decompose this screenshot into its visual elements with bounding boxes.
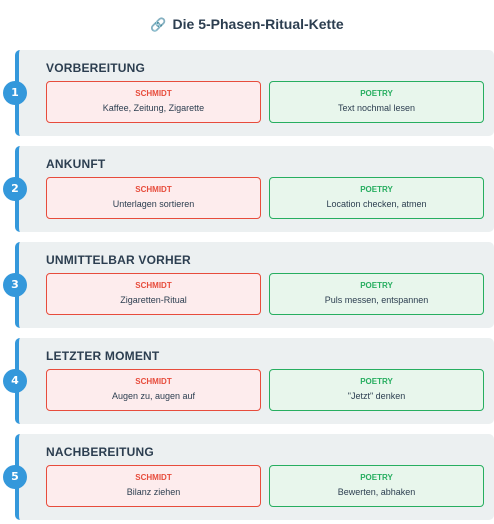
phase-title: LETZTER MOMENT [46, 349, 160, 363]
poetry-text: Text nochmal lesen [337, 103, 416, 113]
schmidt-text: Unterlagen sortieren [112, 199, 195, 209]
poetry-text: "Jetzt" denken [347, 391, 406, 401]
poetry-label: POETRY [360, 89, 393, 98]
schmidt-card: SCHMIDT Bilanz ziehen [46, 465, 261, 507]
phase-1: 1 VORBEREITUNG SCHMIDT Kaffee, Zeitung, … [3, 50, 494, 136]
schmidt-label: SCHMIDT [135, 89, 172, 98]
schmidt-text: Zigaretten-Ritual [120, 295, 187, 305]
poetry-text: Location checken, atmen [326, 199, 427, 209]
schmidt-text: Augen zu, augen auf [111, 391, 196, 401]
schmidt-card: SCHMIDT Augen zu, augen auf [46, 369, 261, 411]
poetry-card: POETRY Bewerten, abhaken [269, 465, 484, 507]
poetry-card: POETRY Text nochmal lesen [269, 81, 484, 123]
phase-title: ANKUNFT [46, 157, 106, 171]
schmidt-label: SCHMIDT [135, 281, 172, 290]
schmidt-text: Bilanz ziehen [126, 487, 181, 497]
poetry-text: Puls messen, entspannen [324, 295, 429, 305]
poetry-label: POETRY [360, 281, 393, 290]
schmidt-label: SCHMIDT [135, 377, 172, 386]
schmidt-card: SCHMIDT Kaffee, Zeitung, Zigarette [46, 81, 261, 123]
schmidt-label: SCHMIDT [135, 185, 172, 194]
phase-number-badge: 4 [3, 369, 27, 393]
diagram-title-text: Die 5-Phasen-Ritual-Kette [172, 16, 344, 32]
schmidt-label: SCHMIDT [135, 473, 172, 482]
phase-3: 3 UNMITTELBAR VORHER SCHMIDT Zigaretten-… [3, 242, 494, 328]
poetry-card: POETRY Location checken, atmen [269, 177, 484, 219]
link-icon: 🔗 [150, 18, 167, 33]
poetry-card: POETRY Puls messen, entspannen [269, 273, 484, 315]
phase-number-badge: 1 [3, 81, 27, 105]
phase-title: NACHBEREITUNG [46, 445, 154, 459]
phase-title: VORBEREITUNG [46, 61, 146, 75]
phase-number-badge: 3 [3, 273, 27, 297]
poetry-card: POETRY "Jetzt" denken [269, 369, 484, 411]
phase-title: UNMITTELBAR VORHER [46, 253, 191, 267]
poetry-label: POETRY [360, 377, 393, 386]
phase-2: 2 ANKUNFT SCHMIDT Unterlagen sortieren P… [3, 146, 494, 232]
phase-number-badge: 5 [3, 465, 27, 489]
poetry-text: Bewerten, abhaken [337, 487, 416, 497]
phase-number-badge: 2 [3, 177, 27, 201]
poetry-label: POETRY [360, 185, 393, 194]
poetry-label: POETRY [360, 473, 393, 482]
schmidt-card: SCHMIDT Unterlagen sortieren [46, 177, 261, 219]
schmidt-card: SCHMIDT Zigaretten-Ritual [46, 273, 261, 315]
schmidt-text: Kaffee, Zeitung, Zigarette [102, 103, 205, 113]
phase-4: 4 LETZTER MOMENT SCHMIDT Augen zu, augen… [3, 338, 494, 424]
phase-5: 5 NACHBEREITUNG SCHMIDT Bilanz ziehen PO… [3, 434, 494, 520]
diagram-title: 🔗 Die 5-Phasen-Ritual-Kette [0, 16, 494, 33]
